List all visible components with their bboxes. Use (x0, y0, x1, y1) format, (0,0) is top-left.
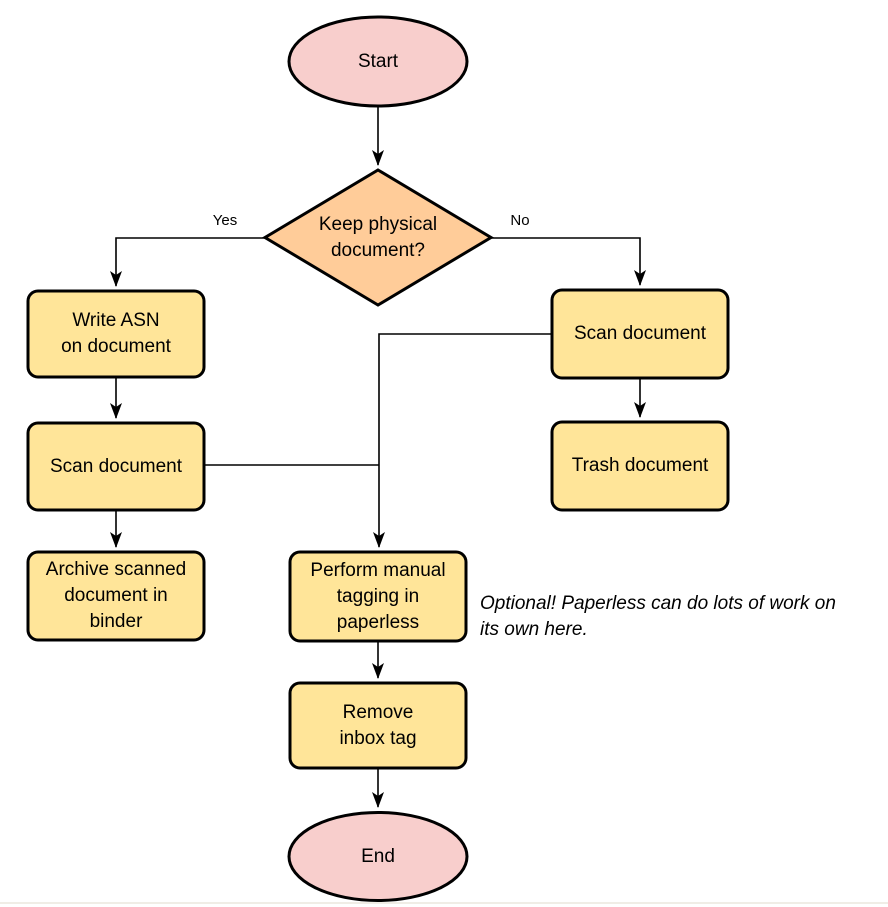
archive-node-shape (26, 550, 206, 642)
edge-decision-no-to-scan-right (491, 237, 646, 286)
scan-left-node-shape (26, 421, 206, 512)
bottom-page-rule (0, 902, 888, 904)
edge-scan-right-to-perform-tagging (373, 333, 552, 548)
end-node-shape (287, 811, 469, 902)
write-asn-node-shape (26, 289, 206, 379)
remove-inbox-node-shape (288, 681, 468, 770)
scan-right-node-shape (550, 288, 730, 380)
start-node-shape (287, 15, 469, 108)
trash-node-shape (550, 420, 730, 512)
decision-node-shape (262, 168, 494, 307)
edge-decision-yes-to-write-asn (110, 237, 265, 287)
optional-annotation-text: Optional! Paperless can do lots of work … (480, 593, 836, 640)
perform-tagging-node-shape (288, 550, 468, 643)
